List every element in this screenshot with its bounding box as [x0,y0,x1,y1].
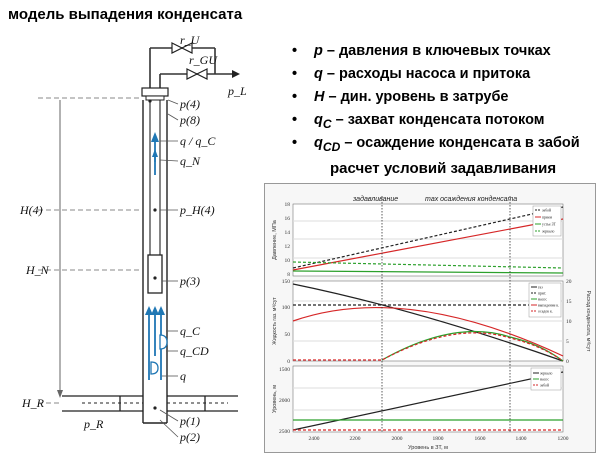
svg-text:выпадение к.: выпадение к. [538,304,559,308]
svg-text:1400: 1400 [516,436,527,442]
ylabel-2: Жидкость газ. м³/сут [272,297,278,345]
label-p2: p(2) [179,430,200,444]
label-p8: p(8) [179,113,200,127]
svg-text:16: 16 [285,216,291,222]
svg-text:забой: забой [540,384,549,388]
panel-level: 1500 2000 2500 2400 2200 2000 1800 1600 … [272,365,569,451]
svg-text:газ: газ [538,286,543,290]
svg-text:прит.: прит. [538,292,546,296]
svg-text:насос: насос [538,298,547,302]
label-HR: H_R [21,396,45,410]
label-pL: p_L [227,84,247,98]
svg-text:2000: 2000 [279,398,290,404]
svg-text:8: 8 [287,272,290,278]
condensate-chart: задавливание max осаждения конденсата 8 … [264,183,596,453]
svg-text:устье ЗТ: устье ЗТ [542,223,557,227]
series-ustye [292,270,564,274]
reservoir [62,395,238,412]
label-qN: q_N [180,154,201,168]
svg-text:осадок к.: осадок к. [538,310,553,314]
panel-pressure: 8 10 12 14 16 18 Давление, МПа забой при… [272,202,564,278]
valve-icon-rU [171,42,193,54]
label-HN: H_N [25,263,50,277]
bullet-q: •q – расходы насоса и притока [292,66,531,82]
label-p1: p(1) [179,414,200,428]
pump [147,254,163,294]
label-qC: q_C [180,324,201,338]
series-osadok [293,332,564,362]
svg-text:2000: 2000 [392,436,403,442]
svg-text:15: 15 [566,299,572,305]
ylabel-1: Давление, МПа [272,219,278,260]
series-priem [292,218,564,271]
annotation-left: задавливание [352,195,398,203]
label-H4: H(4) [19,203,43,217]
svg-text:насос: насос [540,378,549,382]
svg-text:0: 0 [287,359,290,365]
svg-text:5: 5 [566,339,569,345]
svg-text:20: 20 [566,279,572,285]
svg-text:1500: 1500 [279,367,290,373]
label-rGU: r_GU [189,53,218,67]
bullet-qC: •qC – захват конденсата потоком [292,112,545,131]
label-p4: p(4) [179,97,200,111]
panel-flow: 0 50 100 150 0 5 10 15 20 Жидкость газ. … [272,279,591,365]
wellhead [141,87,169,97]
svg-text:2200: 2200 [350,436,361,442]
bullet-list: •p – давления в ключевых точках •q – рас… [292,40,580,155]
svg-text:150: 150 [282,279,291,285]
svg-text:100: 100 [282,305,291,311]
svg-text:1200: 1200 [558,436,569,442]
label-rU: r_U [180,33,201,47]
svg-text:2500: 2500 [279,429,290,435]
svg-text:10: 10 [285,258,291,264]
bullet-qCD: •qCD – осаждение конденсата в забой [292,135,580,154]
bullet-H: •H – дин. уровень в затрубе [292,89,509,105]
svg-text:12: 12 [285,244,291,250]
svg-text:прием: прием [542,216,553,220]
left-title: модель выпадения конденсата [8,6,243,23]
label-pR: p_R [83,417,104,431]
series-zerkalo [292,261,564,269]
series-gaz [292,283,564,362]
svg-text:2400: 2400 [309,436,320,442]
svg-text:50: 50 [285,332,291,338]
bullet-p: •p – давления в ключевых точках [292,43,551,59]
right-title: расчет условий задавливания [330,160,557,177]
annotation-right: max осаждения конденсата [425,195,517,203]
svg-text:зеркало: зеркало [540,372,552,376]
xlabel: Уровень в ЗТ, м [408,445,448,451]
valve-icon-rGU [186,68,208,80]
label-p3: p(3) [179,274,200,288]
label-pH4: p_H(4) [179,203,215,217]
legend-1 [532,205,562,237]
ylabel-3: Уровень, м [272,385,278,413]
svg-text:18: 18 [285,202,291,208]
ylabel-2-right: Расход конденсата, м³/сут [585,291,591,353]
label-qCD: q_CD [180,344,209,358]
svg-text:14: 14 [285,230,291,236]
drop-icon [150,334,168,375]
svg-text:1800: 1800 [433,436,444,442]
series-zaboy [292,206,564,269]
well-diagram: r_U r_GU p_L p(4) p(8) q / q_C q_N p_H(4… [19,33,247,444]
svg-text:забой: забой [542,209,551,213]
series-nasos [381,330,564,362]
svg-text:0: 0 [566,359,569,365]
series-vypadenie [292,306,564,357]
flow-arrow-icon [232,70,240,78]
svg-text:зеркало: зеркало [542,230,554,234]
label-qqc: q / q_C [180,134,216,148]
svg-text:10: 10 [566,319,572,325]
label-q: q [180,369,186,383]
svg-text:1600: 1600 [475,436,486,442]
